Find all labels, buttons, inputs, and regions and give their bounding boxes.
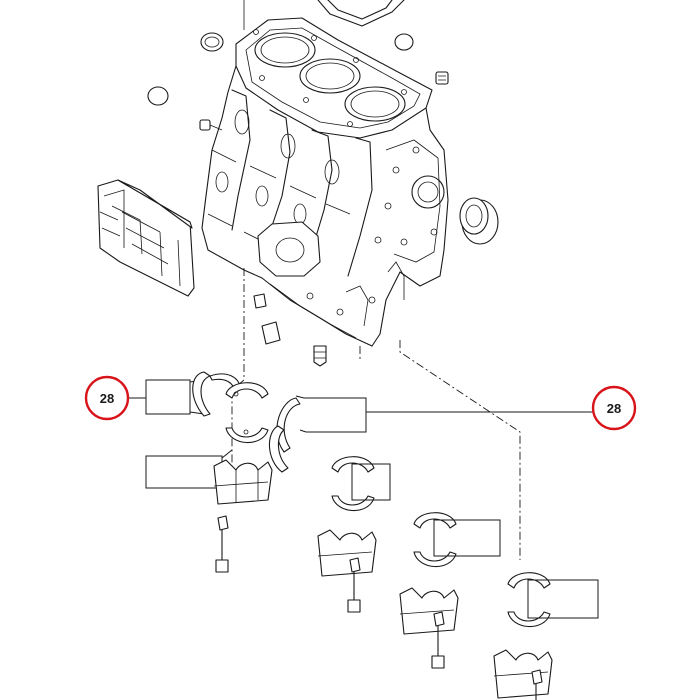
cylinder-bore	[254, 32, 316, 68]
main-bearing-cap	[399, 587, 459, 635]
main-bearing-shell-lower	[507, 611, 551, 628]
bearing-cap-bolt	[531, 669, 543, 700]
core-plug	[147, 86, 169, 106]
main-bearing-shell-lower	[331, 495, 375, 512]
bolt	[261, 321, 281, 345]
drain-plug	[313, 345, 327, 367]
core-plug	[200, 32, 224, 52]
main-bearing-shell-upper	[225, 382, 269, 399]
bearing-cap-bolt	[347, 557, 361, 613]
side-cover	[97, 179, 195, 297]
cylinder-block	[201, 17, 449, 347]
main-bearing-shell-upper	[413, 512, 457, 529]
callout-28-leaders-right	[295, 395, 596, 433]
main-bearing-shell-lower	[413, 551, 457, 568]
main-bearing-cap	[493, 649, 553, 699]
callout-number: 28	[607, 401, 621, 416]
callout-number: 28	[100, 391, 114, 406]
thrust-washer	[192, 371, 241, 417]
core-plug	[394, 33, 414, 51]
main-bearing-shell-upper	[507, 572, 551, 589]
head-gasket	[243, 0, 405, 30]
callout-28-left: 28	[84, 375, 130, 421]
callout-28-leaders-left	[126, 379, 205, 415]
crankshaft-oil-seal	[459, 197, 499, 245]
bolt	[253, 293, 267, 309]
small-plug	[199, 119, 223, 131]
thrust-washer	[268, 397, 301, 473]
main-bearing-shell-lower	[225, 427, 269, 444]
main-bearing-shell-upper	[331, 456, 375, 473]
bearing-cap-bolt	[431, 611, 445, 669]
cylinder-bore	[344, 86, 406, 122]
main-bearing-cap	[213, 459, 273, 505]
main-bearing-cap	[317, 529, 377, 577]
plug-fitting	[435, 71, 449, 85]
callout-28-right: 28	[591, 385, 637, 431]
bearing-cap-bolt	[215, 515, 229, 573]
cylinder-bore	[299, 58, 361, 94]
